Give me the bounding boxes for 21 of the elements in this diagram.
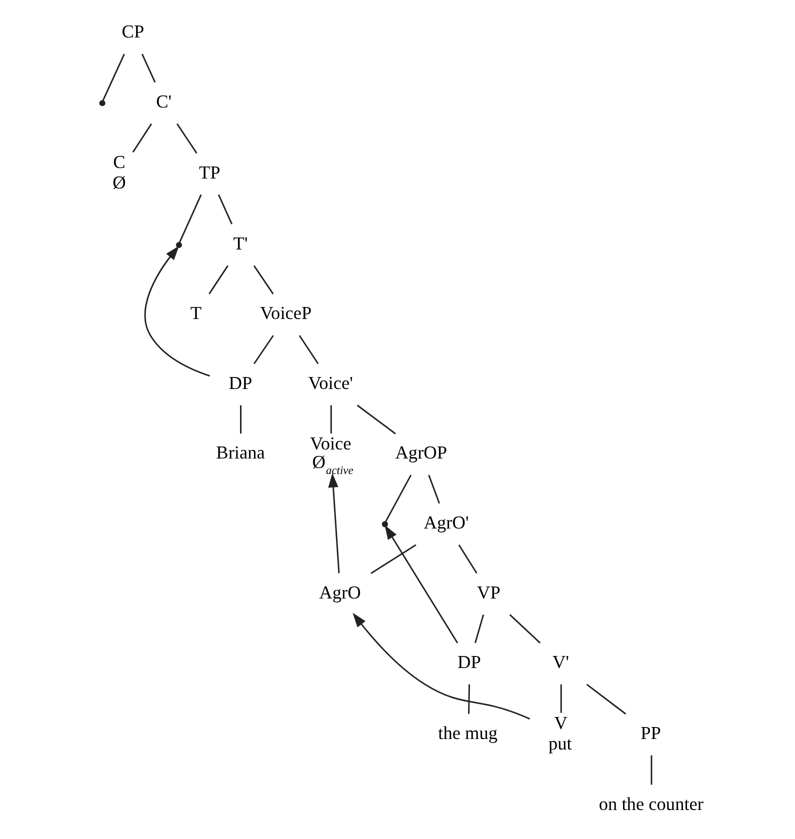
node-text: PP [640, 723, 661, 744]
node-text: AgrO' [424, 512, 469, 533]
node-text: V put [548, 712, 572, 754]
node-text: T' [233, 233, 248, 254]
node-text: on the counter [598, 794, 704, 814]
node-text: the mug [438, 723, 498, 744]
node-text: C Ø [112, 152, 126, 193]
node-text: V' [552, 652, 570, 672]
node-text: CP [122, 22, 144, 42]
node-text: DP [458, 652, 481, 672]
node-text: Voice Ø$_{active}$ [310, 434, 354, 477]
node-text: VoiceP [260, 303, 312, 324]
node-text: T [190, 303, 202, 324]
node-text: AgrOP [395, 442, 448, 463]
node-text: C' [156, 91, 172, 112]
node-text: AgrO [319, 582, 361, 602]
node-text: DP [228, 372, 252, 393]
node-text: TP [198, 162, 220, 182]
node-text: Briana [216, 442, 265, 463]
node-text: Voice' [308, 372, 353, 393]
node-text: VP [477, 582, 500, 602]
